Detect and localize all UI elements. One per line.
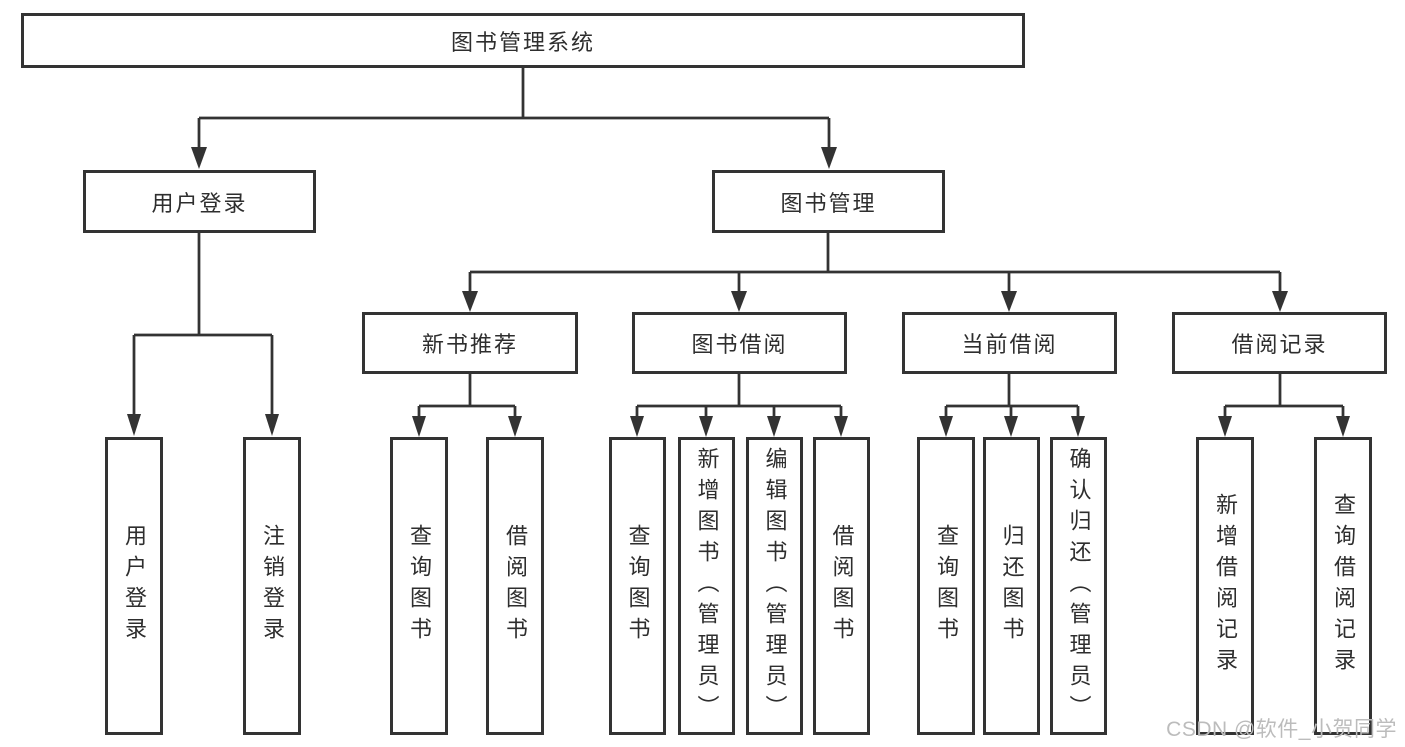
arrowhead — [834, 416, 848, 437]
leaf-logout: 注销登录 — [243, 437, 301, 735]
leaf-current-query-books-label: 查询图书 — [934, 524, 959, 648]
leaf-borrow-add-books-admin-label: 新增图书（管理员） — [694, 446, 720, 726]
leaf-records-query-record: 查询借阅记录 — [1314, 437, 1372, 735]
leaf-current-confirm-return-admin-label: 确认归还（管理员） — [1066, 446, 1092, 726]
node-borrow-records-label: 借阅记录 — [1231, 332, 1328, 357]
leaf-current-return-books-label: 归还图书 — [999, 524, 1025, 648]
leaf-records-add-record: 新增借阅记录 — [1196, 437, 1254, 735]
leaf-current-confirm-return-admin: 确认归还（管理员） — [1050, 437, 1107, 735]
arrowhead — [1272, 291, 1288, 312]
node-new-book-recommend: 新书推荐 — [362, 312, 578, 374]
node-current-borrow: 当前借阅 — [902, 312, 1117, 374]
connector-current-borrow-subtree — [939, 374, 1085, 437]
node-root: 图书管理系统 — [21, 13, 1025, 68]
arrowhead — [1004, 416, 1018, 437]
leaf-records-query-record-label: 查询借阅记录 — [1331, 493, 1356, 679]
node-root-label: 图书管理系统 — [450, 29, 595, 55]
node-current-borrow-label: 当前借阅 — [961, 332, 1058, 357]
arrowhead — [191, 147, 207, 169]
arrowhead — [630, 416, 644, 437]
leaf-borrow-borrow-books-label: 借阅图书 — [829, 524, 855, 648]
node-book-management: 图书管理 — [712, 170, 945, 233]
leaf-borrow-edit-books-admin-label: 编辑图书（管理员） — [762, 446, 788, 726]
connector-book-management-to-level3 — [462, 233, 1288, 312]
leaf-current-return-books: 归还图书 — [983, 437, 1040, 735]
arrowhead — [508, 416, 522, 437]
connector-borrow-records-subtree — [1218, 374, 1350, 437]
arrowhead — [127, 414, 141, 436]
arrowhead — [1071, 416, 1085, 437]
connector-book-borrow-subtree — [630, 374, 848, 437]
leaf-records-add-record-label: 新增借阅记录 — [1213, 493, 1238, 679]
leaf-current-query-books: 查询图书 — [917, 437, 975, 735]
node-book-management-label: 图书管理 — [780, 190, 877, 216]
leaf-borrow-query-books-label: 查询图书 — [625, 524, 651, 648]
leaf-borrow-add-books-admin: 新增图书（管理员） — [678, 437, 735, 735]
node-book-borrow: 图书借阅 — [632, 312, 847, 374]
leaf-logout-label: 注销登录 — [260, 524, 285, 648]
node-user-login-label: 用户登录 — [151, 190, 248, 216]
arrowhead — [1001, 291, 1017, 312]
connector-user-login-subtree — [127, 233, 279, 436]
arrowhead — [1218, 416, 1232, 437]
arrowhead — [767, 416, 781, 437]
watermark: CSDN @软件_小贺同学 — [1166, 718, 1397, 741]
arrowhead — [699, 416, 713, 437]
leaf-borrow-borrow-books: 借阅图书 — [813, 437, 870, 735]
leaf-recommend-borrow-books-label: 借阅图书 — [503, 524, 528, 648]
arrowhead — [412, 416, 426, 437]
leaf-borrow-query-books: 查询图书 — [609, 437, 666, 735]
node-new-book-recommend-label: 新书推荐 — [421, 332, 518, 357]
leaf-user-login-label: 用户登录 — [122, 524, 147, 648]
leaf-borrow-edit-books-admin: 编辑图书（管理员） — [746, 437, 803, 735]
leaf-user-login: 用户登录 — [105, 437, 163, 735]
arrowhead — [1336, 416, 1350, 437]
arrowhead — [265, 414, 279, 436]
arrowhead — [821, 147, 837, 169]
leaf-recommend-query-books-label: 查询图书 — [407, 524, 432, 648]
connector-root-to-level2 — [191, 68, 837, 169]
connector-new-book-recommend-subtree — [412, 374, 522, 437]
node-book-borrow-label: 图书借阅 — [691, 332, 788, 357]
arrowhead — [939, 416, 953, 437]
leaf-recommend-borrow-books: 借阅图书 — [486, 437, 544, 735]
arrowhead — [731, 291, 747, 312]
leaf-recommend-query-books: 查询图书 — [390, 437, 448, 735]
arrowhead — [462, 291, 478, 312]
node-borrow-records: 借阅记录 — [1172, 312, 1387, 374]
node-user-login: 用户登录 — [83, 170, 316, 233]
